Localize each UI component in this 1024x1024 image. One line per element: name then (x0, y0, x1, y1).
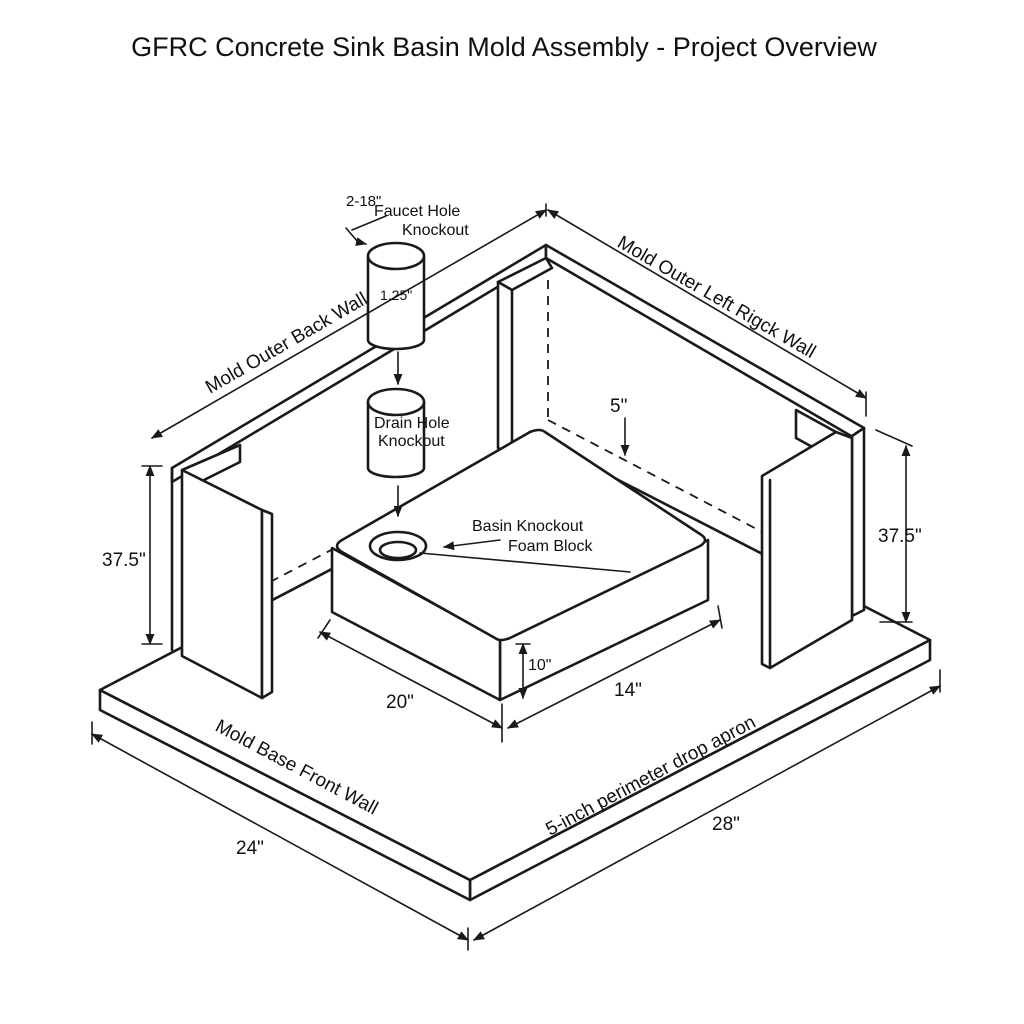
label-back-wall: Mold Outer Back Wall (202, 289, 371, 399)
label-drain-line1: Drain Hole (374, 415, 450, 432)
dim-basin-width: 20" (386, 692, 414, 713)
dim-setback: 5" (610, 396, 627, 417)
dim-right-height: 37.5" (878, 526, 922, 547)
diagram-title: GFRC Concrete Sink Basin Mold Assembly -… (131, 32, 877, 62)
dim-base-width: 24" (236, 838, 264, 859)
dim-basin-depth: 14" (614, 680, 642, 701)
label-basin-line2: Foam Block (508, 538, 593, 555)
dim-basin-height: 10" (528, 657, 551, 674)
dim-left-height: 37.5" (102, 550, 146, 571)
label-faucet-line1: Faucet Hole (374, 203, 460, 220)
label-basin-line1: Basin Knockout (472, 518, 584, 535)
dim-faucet-diameter: 1.25" (380, 287, 412, 303)
dim-base-depth: 28" (712, 814, 740, 835)
dim-faucet-offset: 2-18" (346, 193, 381, 210)
label-drain-line2: Knockout (378, 433, 445, 450)
mold-right-side-wall (760, 430, 854, 670)
mold-left-side-wall (180, 443, 274, 700)
dimension-lines (91, 203, 941, 951)
label-faucet-line2: Knockout (402, 222, 469, 239)
